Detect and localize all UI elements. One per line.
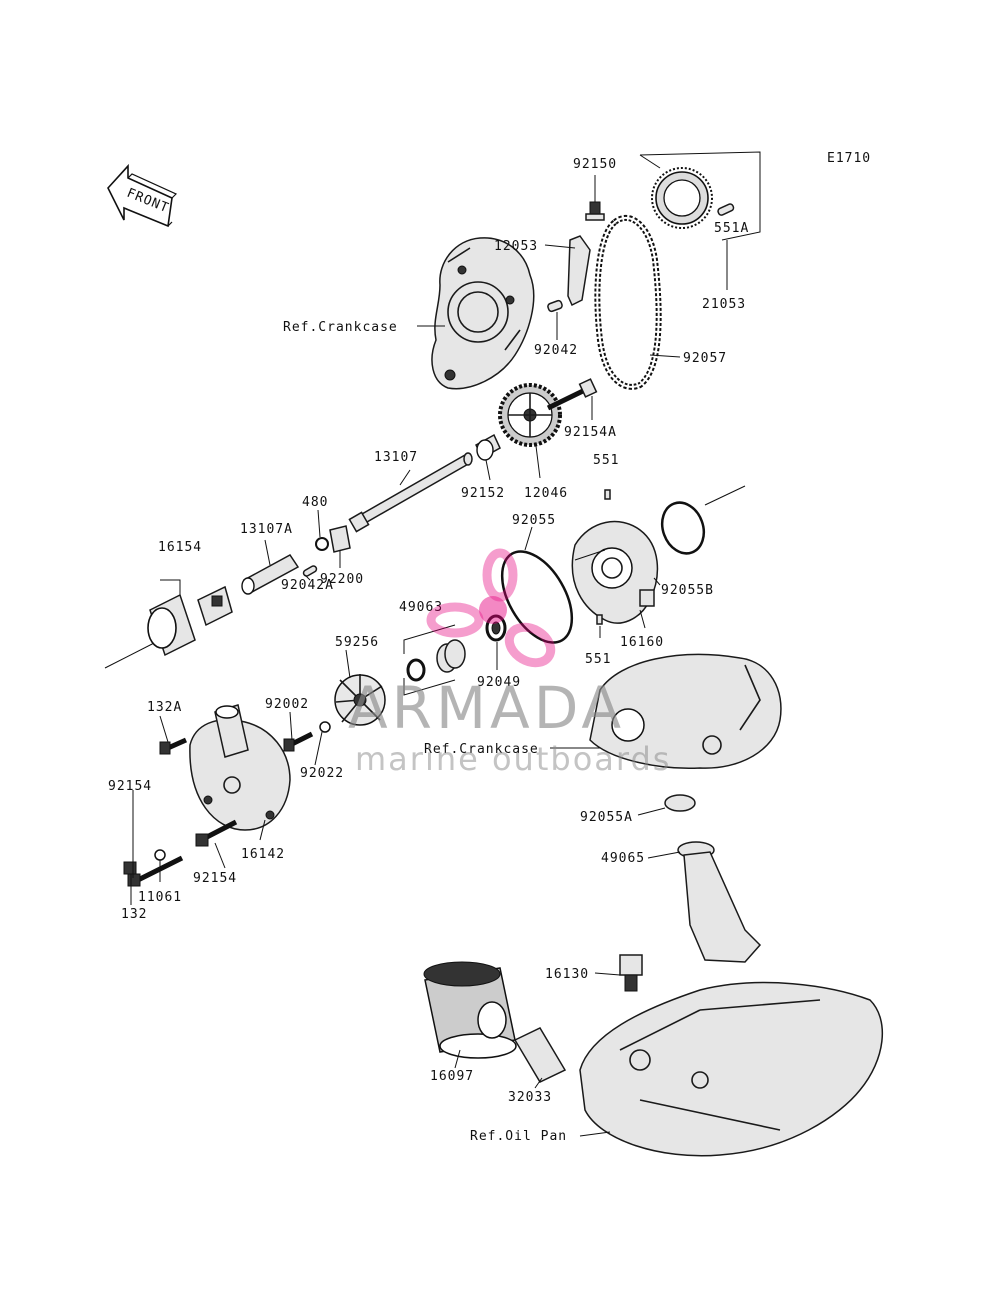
impeller-59256 <box>334 674 386 726</box>
sleeve-13107A <box>241 554 300 595</box>
sprocket-assembly-21053 <box>639 151 761 241</box>
label-ref-crankcase-top: Ref.Crankcase <box>283 320 398 335</box>
label-16130: 16130 <box>545 967 589 982</box>
pipe-32033 <box>513 1027 567 1083</box>
pump-body-16160 <box>571 520 659 624</box>
pin-551-bottom <box>596 614 603 625</box>
pin-92042 <box>547 299 563 313</box>
watermark-tagline: marine outboards <box>355 740 671 778</box>
o-ring-92055A <box>664 794 696 812</box>
label-92022: 92022 <box>300 766 344 781</box>
label-92002: 92002 <box>265 697 309 712</box>
crankcase-lower <box>589 653 782 769</box>
o-ring-92055 <box>500 550 574 644</box>
plate-92200 <box>329 525 351 553</box>
crankcase-cover-top <box>431 237 535 390</box>
label-59256: 59256 <box>335 635 379 650</box>
oil-seal-92049 <box>485 614 507 642</box>
pin-551-top <box>604 489 611 500</box>
label-92049: 92049 <box>477 675 521 690</box>
chain-guide-12053 <box>567 235 591 307</box>
label-ref-crankcase-lower: Ref.Crankcase <box>424 742 539 757</box>
front-arrow-icon: FRONT <box>107 163 178 228</box>
strainer-49065 <box>677 841 762 963</box>
label-92200: 92200 <box>320 572 364 587</box>
label-16142: 16142 <box>241 847 285 862</box>
label-92154-left: 92154 <box>108 779 152 794</box>
label-12046: 12046 <box>524 486 568 501</box>
label-13107: 13107 <box>374 450 418 465</box>
circlip-480 <box>315 537 329 551</box>
diagram-code: E1710 <box>827 151 871 166</box>
bolt-132 <box>123 861 137 875</box>
label-92042: 92042 <box>534 343 578 358</box>
label-92154A: 92154A <box>564 425 617 440</box>
watermark: ARMADA marine outboards <box>348 548 671 778</box>
label-49063: 49063 <box>399 600 443 615</box>
label-92154-lower: 92154 <box>193 871 237 886</box>
pin-92042A <box>302 565 318 577</box>
fitting-16130 <box>619 954 643 992</box>
bolt-92154-lower <box>195 819 238 847</box>
collar-92152 <box>475 433 501 461</box>
label-16097: 16097 <box>430 1069 474 1084</box>
watermark-brand: ARMADA <box>348 674 625 742</box>
o-ring-92055B <box>660 501 706 555</box>
label-16160: 16160 <box>620 635 664 650</box>
washer-11061 <box>154 849 166 861</box>
bolt-132A <box>159 737 188 755</box>
label-13107A: 13107A <box>240 522 293 537</box>
label-32033: 32033 <box>508 1090 552 1105</box>
oil-filter-16097 <box>423 961 517 1059</box>
label-11061: 11061 <box>138 890 182 905</box>
bolt-92154A <box>546 378 598 411</box>
label-49065: 49065 <box>601 851 645 866</box>
propeller-logo <box>426 548 556 668</box>
sprocket-12046 <box>498 383 562 447</box>
label-16154: 16154 <box>158 540 202 555</box>
label-92055A: 92055A <box>580 810 633 825</box>
coupling-16154 <box>104 585 233 669</box>
label-ref-oil-pan: Ref.Oil Pan <box>470 1129 567 1144</box>
label-551A: 551A <box>714 221 749 236</box>
chain-92057-inner <box>596 216 660 388</box>
label-21053: 21053 <box>702 297 746 312</box>
seal-49063 <box>403 624 466 696</box>
label-551-top: 551 <box>593 453 619 468</box>
part-labels: 92150 12053 551A 21053 Ref.Crankcase 920… <box>108 157 749 1144</box>
label-132: 132 <box>121 907 147 922</box>
label-551-bottom: 551 <box>585 652 611 667</box>
oil-pan <box>579 981 883 1157</box>
label-132A: 132A <box>147 700 182 715</box>
chain-92057 <box>594 214 662 390</box>
leader-lines <box>130 175 728 1137</box>
label-92152: 92152 <box>461 486 505 501</box>
label-92055: 92055 <box>512 513 556 528</box>
label-480: 480 <box>302 495 328 510</box>
pump-cover-16142 <box>189 704 291 831</box>
bolt-92150 <box>585 201 605 221</box>
label-92057: 92057 <box>683 351 727 366</box>
label-12053: 12053 <box>494 239 538 254</box>
label-92042A: 92042A <box>281 578 334 593</box>
label-92055B: 92055B <box>661 583 714 598</box>
label-92150: 92150 <box>573 157 617 172</box>
washer-92022 <box>319 721 331 733</box>
shaft-13107 <box>348 452 473 533</box>
bolt-92002 <box>283 731 314 752</box>
